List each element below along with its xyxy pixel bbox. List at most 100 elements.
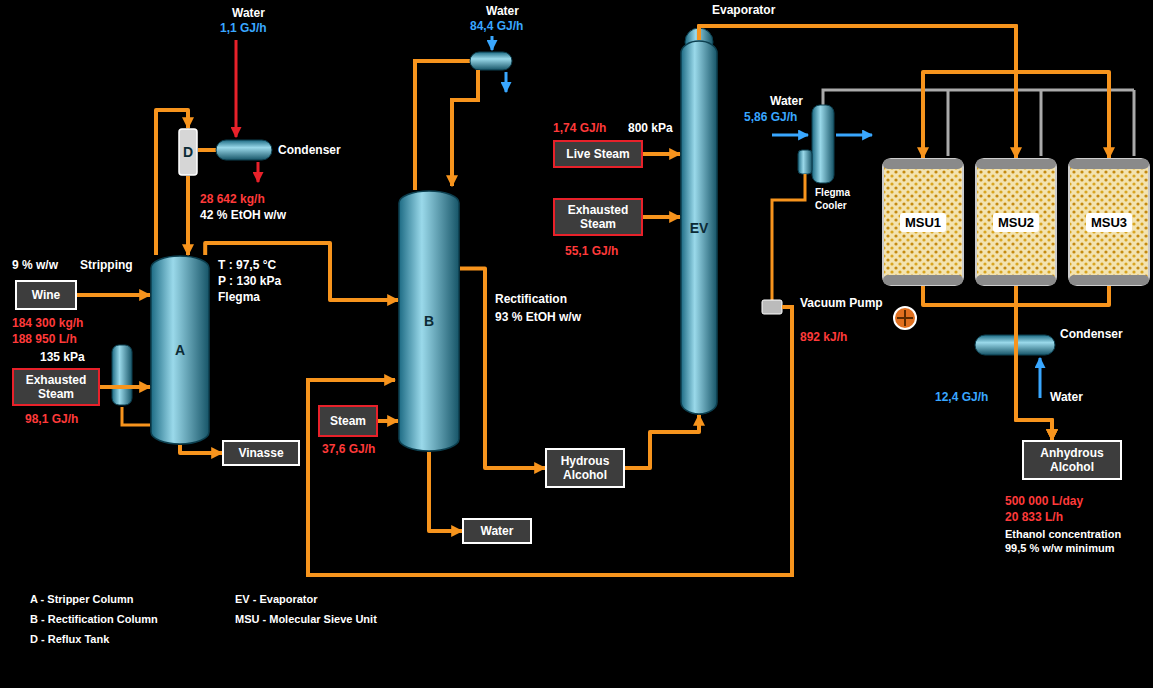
node-text: Steam (330, 414, 366, 428)
vacuum-pump-symbol (762, 300, 782, 314)
legend-text: EV - Evaporator (235, 592, 318, 606)
stream-label: Condenser (1060, 327, 1123, 342)
product-box: Vinasse (222, 440, 300, 466)
steam-box: Steam (318, 405, 378, 437)
stream-label: Water (1050, 390, 1083, 405)
stream-label: 500 000 L/day (1005, 494, 1083, 509)
node-text: Live Steam (566, 147, 629, 161)
reflux-tank: D (178, 128, 198, 176)
node-text: Anhydrous Alcohol (1029, 446, 1115, 474)
flow-connector (100, 385, 150, 389)
product-box: Water (462, 518, 532, 544)
node-text: MSU2 (993, 213, 1039, 232)
steam-box: Exhausted Steam (12, 368, 100, 406)
stream-label: Flegma Cooler (815, 186, 867, 212)
node-text: Wine (32, 288, 61, 302)
flow-connector (923, 286, 1052, 440)
vapour-line (198, 148, 216, 152)
stream-label: 5,86 GJ/h (744, 110, 797, 125)
stream-label: 1,1 GJ/h (220, 21, 267, 36)
flow-connector (625, 415, 699, 468)
flow-connector (1016, 286, 1109, 440)
condenser-symbol (216, 140, 272, 160)
molecular-sieve: MSU3 (1068, 158, 1150, 286)
node-text: EV (690, 220, 709, 236)
stream-label: 37,6 GJ/h (322, 442, 375, 457)
node-text: Water (481, 524, 514, 538)
node-text: MSU1 (900, 213, 946, 232)
flow-connector (378, 419, 398, 423)
stream-label: 184 300 kg/h (12, 316, 83, 331)
flow-connector (643, 152, 680, 156)
water-in-arrow (235, 40, 238, 137)
reboiler-symbol (112, 345, 132, 405)
feed-box: Wine (15, 280, 77, 310)
node-text: A (175, 342, 185, 358)
stream-label: 20 833 L/h (1005, 510, 1063, 525)
legend-text: MSU - Molecular Sieve Unit (235, 612, 377, 626)
flow-connector (699, 26, 1109, 158)
stream-label: Water (232, 6, 265, 21)
stream-label: 9 % w/w (12, 258, 58, 273)
reboiler-line (122, 407, 150, 425)
stream-label: 12,4 GJ/h (935, 390, 988, 405)
flow-connector (699, 26, 1016, 158)
flow-connector (699, 26, 1016, 158)
flegma-cooler-symbol (812, 105, 834, 183)
stream-label: Flegma (218, 290, 260, 305)
stream-label: 135 kPa (40, 350, 85, 365)
evaporator-column: EV (680, 40, 718, 415)
legend-text: A - Stripper Column (30, 592, 133, 606)
water-out-arrow (836, 134, 872, 137)
node-text: Hydrous Alcohol (552, 454, 618, 482)
flow-connector (429, 452, 462, 531)
stream-label: 800 kPa (628, 121, 673, 136)
flow-connector (186, 176, 190, 255)
vapour-line (415, 61, 470, 190)
node-text: Exhausted Steam (19, 373, 93, 401)
regeneration-line (823, 90, 1134, 156)
stream-label: 28 642 kg/h (200, 192, 265, 207)
stream-label: 93 % EtOH w/w (495, 310, 581, 325)
legend-text: D - Reflux Tank (30, 632, 109, 646)
stream-label: Vacuum Pump (800, 296, 883, 311)
stream-label: Condenser (278, 143, 341, 158)
stream-label: 55,1 GJ/h (565, 244, 618, 259)
stream-label: Evaporator (712, 3, 775, 18)
steam-box: Live Steam (553, 140, 643, 168)
stream-label: Rectification (495, 292, 567, 307)
stream-label: Ethanol concentration 99,5 % w/w minimum (1005, 527, 1145, 555)
stream-label: Water (486, 4, 519, 19)
product-box: Anhydrous Alcohol (1022, 440, 1122, 480)
node-text: MSU3 (1086, 213, 1132, 232)
flegma-return-line (308, 307, 792, 575)
pump-icon (897, 310, 913, 326)
legend-text: B - Rectification Column (30, 612, 158, 626)
stream-label: 1,74 GJ/h (553, 121, 606, 136)
stripper-column: A (150, 255, 210, 445)
stream-label: Water (770, 94, 803, 109)
flow-connector (1016, 286, 1052, 440)
product-box: Hydrous Alcohol (545, 448, 625, 488)
stream-label: 42 % EtOH w/w (200, 208, 286, 223)
node-text: Exhausted Steam (560, 203, 636, 231)
reflux-line (452, 70, 478, 186)
flow-connector (643, 215, 680, 219)
rectification-column: B (398, 190, 460, 452)
stream-label: 84,4 GJ/h (470, 19, 523, 34)
pump-icon (894, 307, 916, 329)
flegma-vessel-symbol (798, 150, 812, 174)
flow-connector (77, 293, 150, 297)
water-in-arrow (491, 36, 494, 50)
condenser-symbol (470, 52, 512, 70)
stream-label: 892 kJ/h (800, 330, 847, 345)
steam-box: Exhausted Steam (553, 198, 643, 236)
water-in-arrow (1039, 358, 1042, 398)
stream-label: 188 950 L/h (12, 332, 77, 347)
stream-label: 98,1 GJ/h (25, 412, 78, 427)
water-in-arrow (772, 134, 808, 137)
connector-layer (77, 26, 1109, 531)
stream-label: Stripping (80, 258, 133, 273)
node-text: D (183, 144, 193, 160)
water-out-arrow (505, 72, 508, 92)
